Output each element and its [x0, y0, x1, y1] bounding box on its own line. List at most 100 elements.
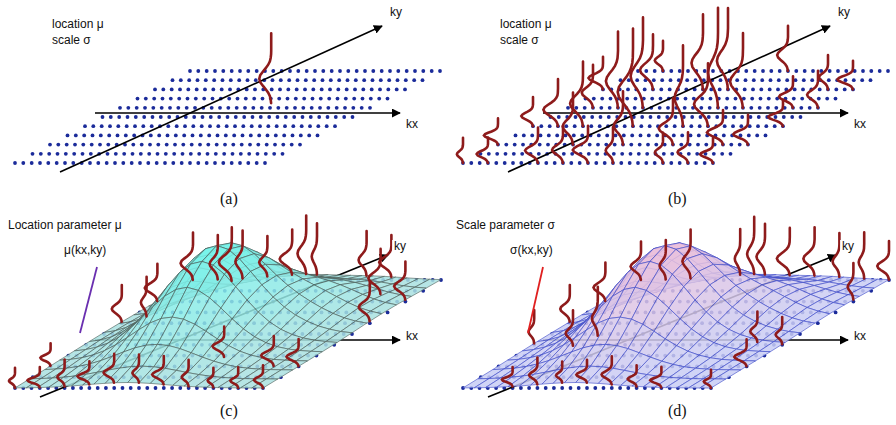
grid-dot: [578, 161, 582, 165]
grid-dot: [71, 161, 75, 165]
grid-dot: [285, 106, 289, 110]
grid-dot: [619, 161, 623, 165]
grid-dot: [703, 161, 707, 165]
grid-dot: [504, 143, 508, 147]
grid-dot: [569, 161, 573, 165]
grid-dot: [680, 134, 684, 138]
pdf-curve: [777, 26, 788, 71]
grid-dot: [255, 69, 259, 73]
grid-dot: [544, 161, 548, 165]
pdf-curve: [132, 355, 139, 383]
grid-dot: [573, 124, 577, 128]
grid-dot: [141, 124, 145, 128]
grid-dot: [694, 161, 698, 165]
grid-dot: [48, 143, 52, 147]
grid-dot: [723, 124, 727, 128]
grid-dot: [520, 152, 524, 156]
grid-dot: [634, 97, 638, 101]
grid-dot: [305, 69, 309, 73]
grid-dot: [178, 386, 182, 390]
grid-dot: [294, 97, 298, 101]
grid-dot: [388, 69, 392, 73]
surface-cell: [863, 279, 889, 288]
grid-dot: [196, 69, 200, 73]
grid-dot: [88, 161, 92, 165]
grid-dot: [148, 143, 152, 147]
grid-dot: [205, 161, 209, 165]
grid-dot: [157, 134, 161, 138]
grid-dot: [79, 386, 83, 390]
grid-dot: [116, 134, 120, 138]
grid-dot: [743, 88, 747, 92]
grid-dot: [215, 143, 219, 147]
pdf-curve: [254, 365, 263, 388]
grid-dot: [328, 88, 332, 92]
grid-dot: [371, 69, 375, 73]
pdf-curve: [776, 317, 783, 344]
pdf-curve: [230, 367, 238, 388]
grid-dot: [761, 69, 765, 73]
grid-dot: [495, 152, 499, 156]
grid-dot: [232, 134, 236, 138]
grid-dot: [582, 115, 586, 119]
pdf-curve: [573, 126, 588, 163]
grid-dot: [200, 124, 204, 128]
panel-c: [9, 216, 443, 397]
grid-dot: [760, 78, 764, 82]
grid-dot: [378, 88, 382, 92]
grid-dot: [266, 124, 270, 128]
grid-dot: [598, 124, 602, 128]
grid-dot: [316, 124, 320, 128]
grid-dot: [117, 115, 121, 119]
grid-dot: [154, 386, 158, 390]
grid-dot: [715, 115, 719, 119]
grid-dot: [207, 134, 211, 138]
grid-dot: [595, 152, 599, 156]
grid-dot: [108, 124, 112, 128]
grid-dot: [271, 69, 275, 73]
grid-dot: [361, 88, 365, 92]
grid-dot: [286, 97, 290, 101]
grid-dot: [279, 78, 283, 82]
grid-dot: [295, 88, 299, 92]
grid-dot: [751, 88, 755, 92]
grid-dot: [801, 88, 805, 92]
grid-dot: [211, 97, 215, 101]
grid-dot: [346, 78, 350, 82]
grid-dot: [612, 152, 616, 156]
grid-dot: [310, 106, 314, 110]
pdf-curve: [708, 8, 718, 108]
grid-dot: [321, 78, 325, 82]
grid-dot: [246, 161, 250, 165]
grid-dot: [808, 106, 812, 110]
grid-dot: [659, 88, 663, 92]
surface-cell: [267, 370, 293, 379]
pdf-curve: [707, 110, 723, 145]
grid-dot: [757, 115, 761, 119]
grid-dot: [178, 88, 182, 92]
grid-dot: [594, 161, 598, 165]
grid-dot: [88, 386, 92, 390]
grid-dot: [704, 143, 708, 147]
grid-dot: [291, 134, 295, 138]
pdf-curve: [859, 232, 865, 278]
grid-dot: [208, 124, 212, 128]
grid-dot: [342, 115, 346, 119]
grid-dot: [188, 161, 192, 165]
grid-dot: [221, 78, 225, 82]
pdf-curve: [182, 360, 189, 387]
grid-dot: [353, 88, 357, 92]
grid-dot: [266, 134, 270, 138]
grid-dot: [869, 69, 873, 73]
grid-dot: [298, 143, 302, 147]
grid-dot: [233, 124, 237, 128]
grid-dot: [124, 134, 128, 138]
grid-dot: [190, 143, 194, 147]
grid-dot: [237, 78, 241, 82]
grid-dot: [126, 115, 130, 119]
pdf-curve: [606, 127, 613, 163]
grid-dot: [683, 106, 687, 110]
grid-dot: [217, 115, 221, 119]
grid-dot: [90, 143, 94, 147]
grid-dot: [555, 134, 559, 138]
